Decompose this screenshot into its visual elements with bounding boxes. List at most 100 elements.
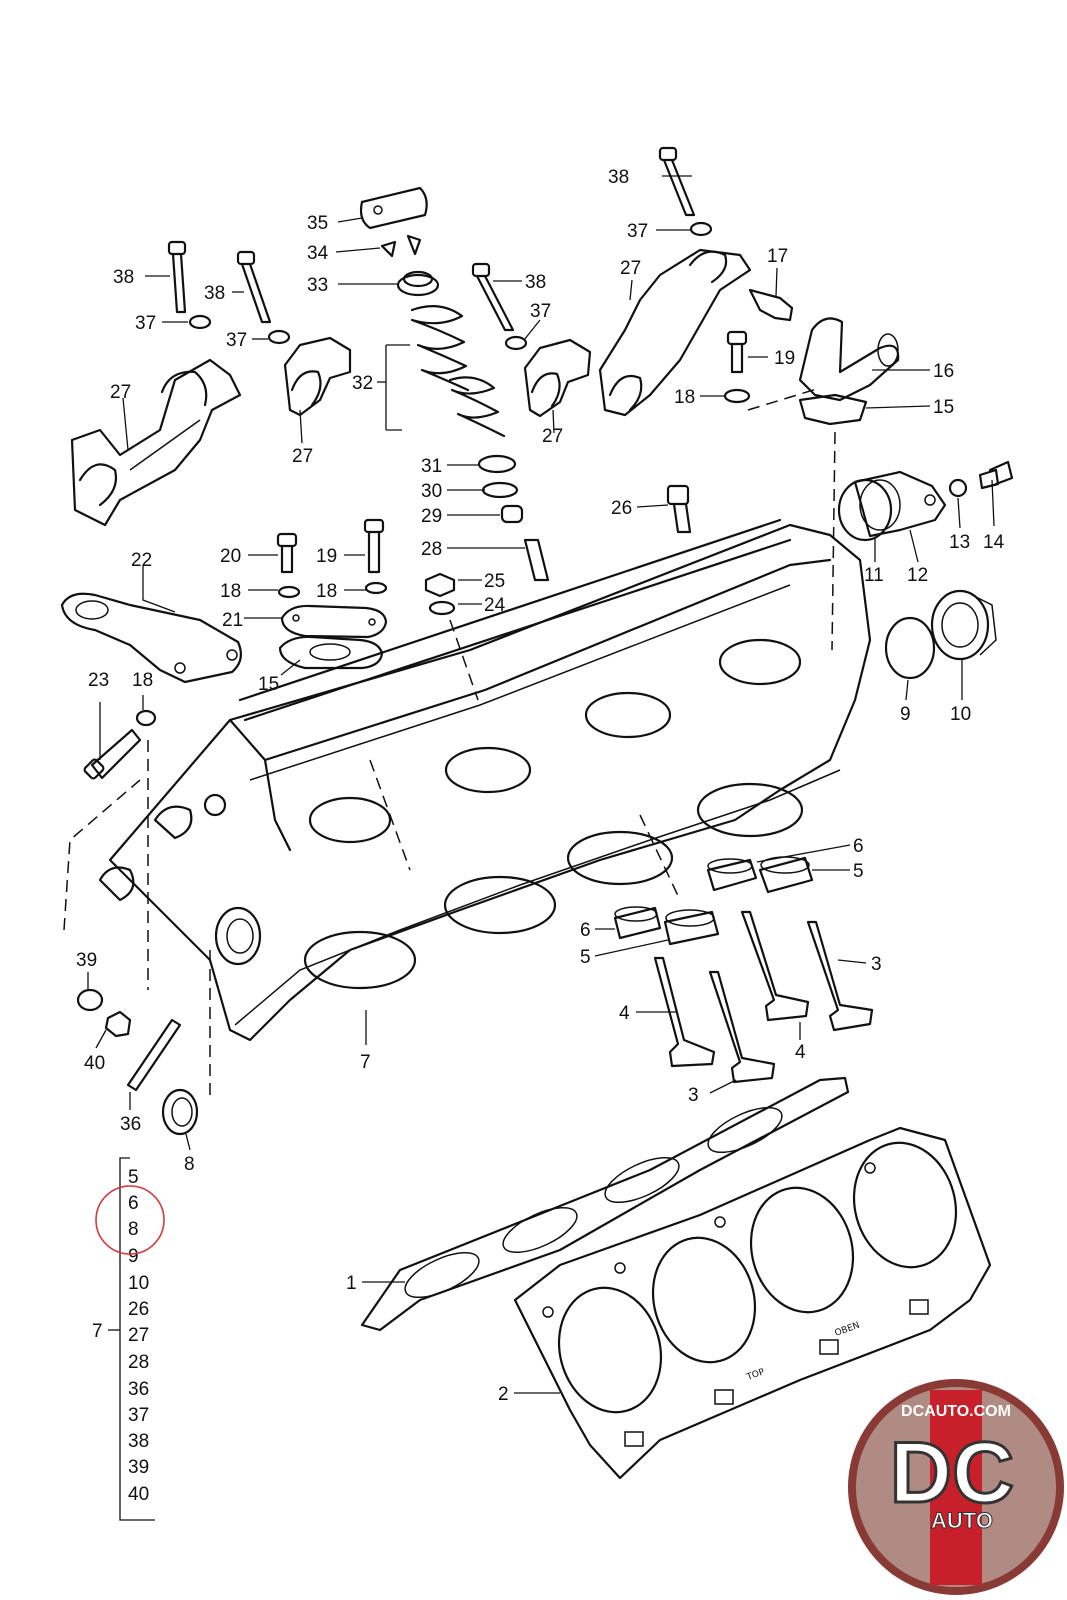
callout-2: 2 [498, 1384, 509, 1405]
callout-19: 19 [316, 546, 337, 567]
callout-37: 37 [135, 313, 156, 334]
valve-seal-29 [500, 504, 524, 524]
housing-16 [798, 317, 900, 402]
callout-7: 7 [360, 1052, 371, 1073]
callout-27: 27 [620, 258, 641, 279]
callout-8: 8 [184, 1154, 195, 1175]
assembly-item: 28 [128, 1352, 149, 1373]
highlight-circle [95, 1185, 165, 1255]
seal-8-upper [214, 906, 262, 966]
gasket-15-right [798, 393, 868, 426]
callout-26: 26 [611, 498, 632, 519]
callout-38: 38 [204, 283, 225, 304]
leader-lines [87, 175, 995, 1394]
gasket-1 [360, 1076, 850, 1332]
rocker-arm-center-left [283, 336, 352, 417]
assembly-item: 8 [128, 1219, 139, 1240]
flange-12 [853, 470, 947, 538]
nut-40 [104, 1010, 132, 1038]
callout-38: 38 [608, 167, 629, 188]
callout-37: 37 [226, 330, 247, 351]
oring-9 [884, 616, 936, 680]
callout-13: 13 [949, 532, 970, 553]
callout-10: 10 [950, 704, 971, 725]
valve-collet-35 [359, 186, 428, 230]
callout-33: 33 [307, 275, 328, 296]
assembly-label: 7 [92, 1321, 103, 1342]
callout-15: 15 [933, 397, 954, 418]
callout-5: 5 [580, 947, 591, 968]
callout-25: 25 [484, 571, 505, 592]
bolt-38-right [658, 146, 713, 237]
callout-38: 38 [113, 267, 134, 288]
assembly-item: 6 [128, 1193, 139, 1214]
bracket-22 [60, 592, 243, 684]
callout-3: 3 [688, 1085, 699, 1106]
callout-30: 30 [421, 481, 442, 502]
callout-39: 39 [76, 950, 97, 971]
bolt-26 [666, 484, 692, 534]
callout-34: 34 [307, 243, 329, 264]
bolt-38-left2 [236, 250, 291, 345]
callout-24: 24 [484, 595, 506, 616]
valve-springs-32 [410, 305, 506, 438]
callout-29: 29 [421, 506, 442, 527]
callout-11: 11 [864, 565, 884, 586]
gasket-mark-oben: OBEN [834, 1321, 862, 1339]
callout-5: 5 [853, 861, 864, 882]
callout-18: 18 [132, 670, 153, 691]
callout-35: 35 [307, 213, 328, 234]
callout-37: 37 [627, 221, 648, 242]
callout-28: 28 [421, 539, 442, 560]
callout-22: 22 [131, 550, 152, 571]
callout-19: 19 [774, 348, 795, 369]
bolt-38-left [167, 240, 212, 330]
spring-seat-30 [481, 481, 519, 499]
rocker-arm-left [70, 358, 242, 527]
assembly-item: 26 [128, 1299, 149, 1320]
callout-18: 18 [674, 387, 695, 408]
washer-13 [948, 478, 968, 498]
callout-16: 16 [933, 361, 954, 382]
callout-23: 23 [88, 670, 109, 691]
bolt-38-mid [471, 262, 528, 351]
spring-retainer-33 [396, 270, 440, 297]
dowel-39 [76, 988, 104, 1012]
valves-3-4 [653, 910, 874, 1084]
callout-20: 20 [220, 546, 241, 567]
assembly-item: 27 [128, 1325, 149, 1346]
assembly-parts-list: 7 5 6 8 9 10 26 27 28 36 37 38 39 40 [92, 1157, 165, 1521]
seals-5-6 [613, 856, 814, 946]
callout-27: 27 [542, 426, 563, 447]
callout-9: 9 [900, 704, 911, 725]
bolt-23 [83, 728, 142, 780]
callout-37: 37 [530, 301, 551, 322]
assembly-item: 39 [128, 1457, 149, 1478]
callout-18: 18 [220, 581, 241, 602]
washer-18-right [723, 388, 751, 404]
logo-sub-text: AUTO [931, 1508, 993, 1533]
plug-10 [930, 589, 997, 661]
callout-17: 17 [767, 246, 788, 267]
bolt-14 [978, 460, 1014, 490]
logo-dc-mark: DC [890, 1425, 1014, 1521]
callout-6: 6 [580, 920, 591, 941]
bolt-19-right [726, 330, 748, 374]
callout-6: 6 [853, 836, 864, 857]
dcauto-logo: DCAUTO.COM DC AUTO [848, 1379, 1064, 1595]
callout-12: 12 [907, 565, 928, 586]
callout-36: 36 [120, 1114, 141, 1135]
assembly-item: 36 [128, 1379, 149, 1400]
callout-3: 3 [871, 954, 882, 975]
washer-18-left [135, 709, 157, 727]
bolt-19-left [363, 518, 388, 595]
rocker-arm-right [598, 248, 752, 417]
callout-27: 27 [292, 446, 313, 467]
logo-site-text: DCAUTO.COM [901, 1403, 1011, 1420]
bolt-20 [276, 532, 301, 599]
callout-40: 40 [84, 1053, 105, 1074]
assembly-item: 9 [128, 1246, 139, 1267]
nut-25 [424, 572, 456, 598]
gasket-mark-top: TOP [745, 1367, 767, 1383]
